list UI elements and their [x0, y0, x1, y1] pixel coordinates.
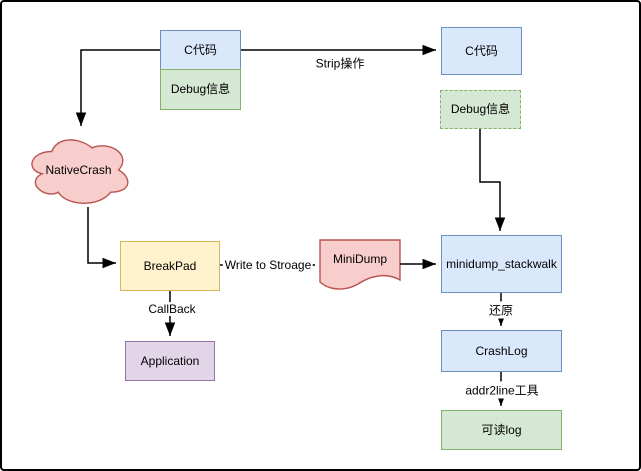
edge-nativecrash-to-breakpad	[87, 207, 116, 269]
node-breakpad: BreakPad	[120, 241, 220, 291]
edge-source-to-nativecrash	[75, 49, 160, 126]
minidump-document-shape	[319, 239, 401, 290]
minidump-document-label: MiniDump	[332, 252, 387, 266]
nativecrash-cloud-shape	[31, 139, 129, 204]
node-c-code-source: C代码	[160, 30, 241, 71]
nativecrash-cloud-label: NativeCrash	[45, 163, 112, 177]
node-c-code-stripped: C代码	[441, 27, 522, 75]
edge-label-addr2line: addr2line工具	[463, 381, 541, 399]
node-crashlog: CrashLog	[441, 330, 562, 372]
node-debug-info-stripped: Debug信息	[440, 90, 521, 129]
edge-debuginfo-to-stackwalk	[479, 128, 506, 231]
node-application: Application	[125, 341, 215, 381]
edge-label-strip: Strip操作	[313, 54, 367, 72]
node-debug-info-source: Debug信息	[160, 69, 241, 110]
edge-label-callback: CallBack	[146, 302, 198, 316]
edge-label-write-to-storage: Write to Stroage	[222, 258, 314, 272]
node-readable-log: 可读log	[441, 410, 562, 450]
node-minidump-stackwalk: minidump_stackwalk	[441, 235, 562, 293]
edge-label-restore: 还原	[486, 301, 516, 319]
